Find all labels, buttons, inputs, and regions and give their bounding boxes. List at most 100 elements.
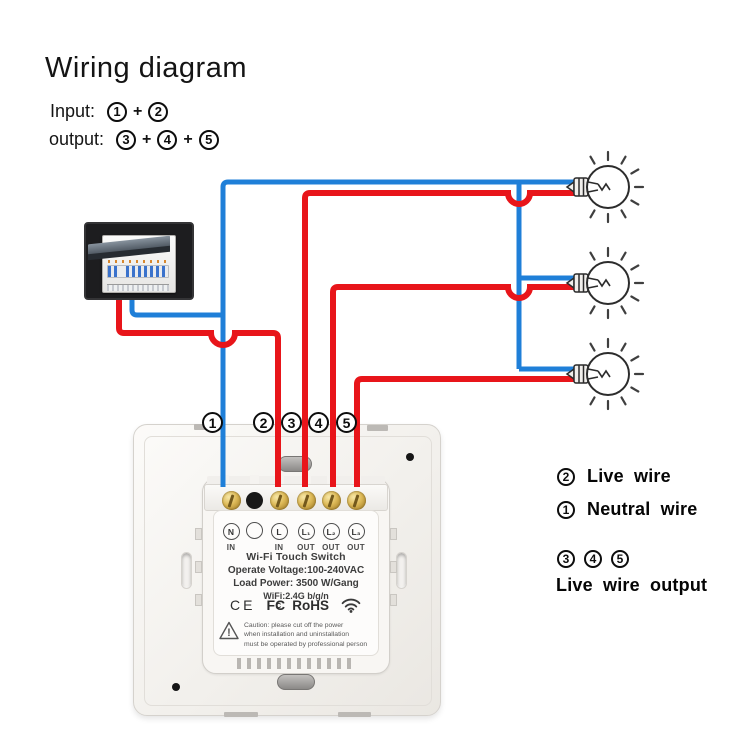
output-label: output: [49, 129, 105, 149]
terminal-sub-label: IN [226, 543, 236, 552]
light-bulb-icon [565, 337, 645, 411]
plate-screw-dot [172, 683, 180, 691]
terminal-n: N IN [216, 491, 246, 552]
terminal-screw [296, 491, 316, 510]
terminal-block-tabs [207, 476, 385, 486]
neutral-wires [129, 179, 579, 487]
input-line: Input: 1 + 2 [50, 101, 169, 122]
legend-neutral: 1 Neutral wire [557, 499, 697, 520]
terminal-sub-label: IN [274, 543, 284, 552]
caution-block: ! Caution: please cut off the power when… [219, 621, 379, 649]
distribution-box [84, 222, 194, 300]
terminal-label-circle: N [222, 523, 240, 540]
module-fin [390, 528, 397, 540]
legend-live: 2 Live wire [557, 466, 671, 487]
input-label: Input: [50, 101, 96, 121]
terminal-label-circle: L₂ [322, 523, 340, 540]
plus-sign: + [133, 102, 143, 120]
module-fin [195, 594, 202, 606]
legend-live-label: Live wire [587, 466, 671, 486]
legend-circled-1: 1 [557, 500, 575, 519]
warning-triangle-icon: ! [219, 621, 239, 640]
legend-output-nums: 3 4 5 [557, 550, 629, 568]
plus-sign: + [142, 130, 152, 148]
switch-label-text: Wi-Fi Touch Switch Operate Voltage:100-2… [213, 551, 379, 601]
live-wire-input [116, 298, 281, 487]
live-wire-output-1 [302, 190, 579, 487]
terminal-sub-label: OUT [297, 543, 315, 552]
svg-text:!: ! [227, 627, 231, 639]
wire-marker-3: 3 [281, 412, 302, 433]
output-line: output: 3 + 4 + 5 [49, 129, 219, 150]
certification-row: CE FCC RoHS [213, 597, 379, 613]
module-fin [195, 561, 202, 573]
wire-marker-5: 5 [336, 412, 357, 433]
legend-output: Live wire output [556, 575, 707, 596]
plus-sign: + [183, 130, 193, 148]
wire-marker-4: 4 [308, 412, 329, 433]
live-wires [116, 190, 579, 487]
light-bulb-icon [565, 246, 645, 320]
module-fin [390, 594, 397, 606]
terminal-label-circle: L₁ [297, 523, 315, 540]
plate-clip-tab [224, 712, 258, 717]
module-bottom-fins [237, 658, 357, 669]
terminal-screw [221, 491, 241, 510]
wifi-signal-icon [341, 598, 361, 613]
circled-number-1: 1 [107, 101, 128, 122]
terminal-screw [346, 491, 366, 510]
terminal-label-circle: L [270, 523, 288, 540]
live-wire-output-3 [354, 376, 579, 487]
circled-number-3: 3 [116, 129, 137, 150]
legend-circled-4: 4 [584, 550, 602, 568]
caution-text: Caution: please cut off the power when i… [244, 622, 368, 648]
switch-voltage: Operate Voltage:100-240VAC [227, 565, 365, 576]
terminal-label-circle [245, 522, 263, 539]
legend-circled-5: 5 [611, 550, 629, 568]
breaker-terminal-strip [107, 284, 169, 291]
legend-circled-2: 2 [557, 467, 575, 486]
mounting-slot-left [181, 552, 192, 589]
legend-output-label: Live wire output [556, 575, 708, 595]
light-bulb-icon [565, 150, 645, 224]
switch-wifi-spec: WiFi:2.4G b/g/n [263, 591, 329, 601]
terminal-sub-label: OUT [322, 543, 340, 552]
circled-number-5: 5 [198, 129, 219, 150]
terminal-l2: L₂ OUT [316, 491, 346, 552]
legend-neutral-label: Neutral wire [587, 499, 698, 519]
fcc-mark: FCC [266, 597, 286, 613]
plate-clip-tab [367, 425, 388, 431]
neutral-wire-main [220, 179, 579, 487]
terminal-l: L IN [264, 491, 294, 552]
switch-load-power: Load Power: 3500 W/Gang [233, 578, 359, 589]
wire-marker-1: 1 [202, 412, 223, 433]
rohs-mark: RoHS [292, 597, 329, 613]
terminal-label-circle: L₃ [347, 523, 365, 540]
plate-clip-tab [338, 712, 371, 717]
terminal-blank [239, 491, 269, 551]
breaker-indicator-dots [108, 260, 168, 263]
page-title: Wiring diagram [45, 52, 247, 84]
terminal-l1: L₁ OUT [291, 491, 321, 552]
terminal-screw [269, 491, 289, 510]
terminal-black-hole [245, 492, 263, 509]
plate-inner-step [144, 436, 432, 706]
cable-clamp-bottom [277, 674, 315, 690]
ce-mark: CE [230, 597, 256, 613]
switch-wall-plate: N IN L IN L₁ OUT L₂ OUT L₃ OUT [133, 424, 441, 717]
neutral-wire-from-box [129, 298, 223, 318]
module-fin [390, 561, 397, 573]
wire-entry-slot [250, 475, 259, 487]
breaker-row [107, 265, 169, 278]
module-fin [195, 528, 202, 540]
legend-circled-3: 3 [557, 550, 575, 568]
terminal-sub-label: OUT [347, 543, 365, 552]
wire-marker-2: 2 [253, 412, 274, 433]
live-wire-output-2 [330, 284, 579, 487]
circled-number-4: 4 [157, 129, 178, 150]
terminal-l3: L₃ OUT [341, 491, 371, 552]
circled-number-2: 2 [148, 101, 169, 122]
plate-screw-dot [406, 453, 414, 461]
